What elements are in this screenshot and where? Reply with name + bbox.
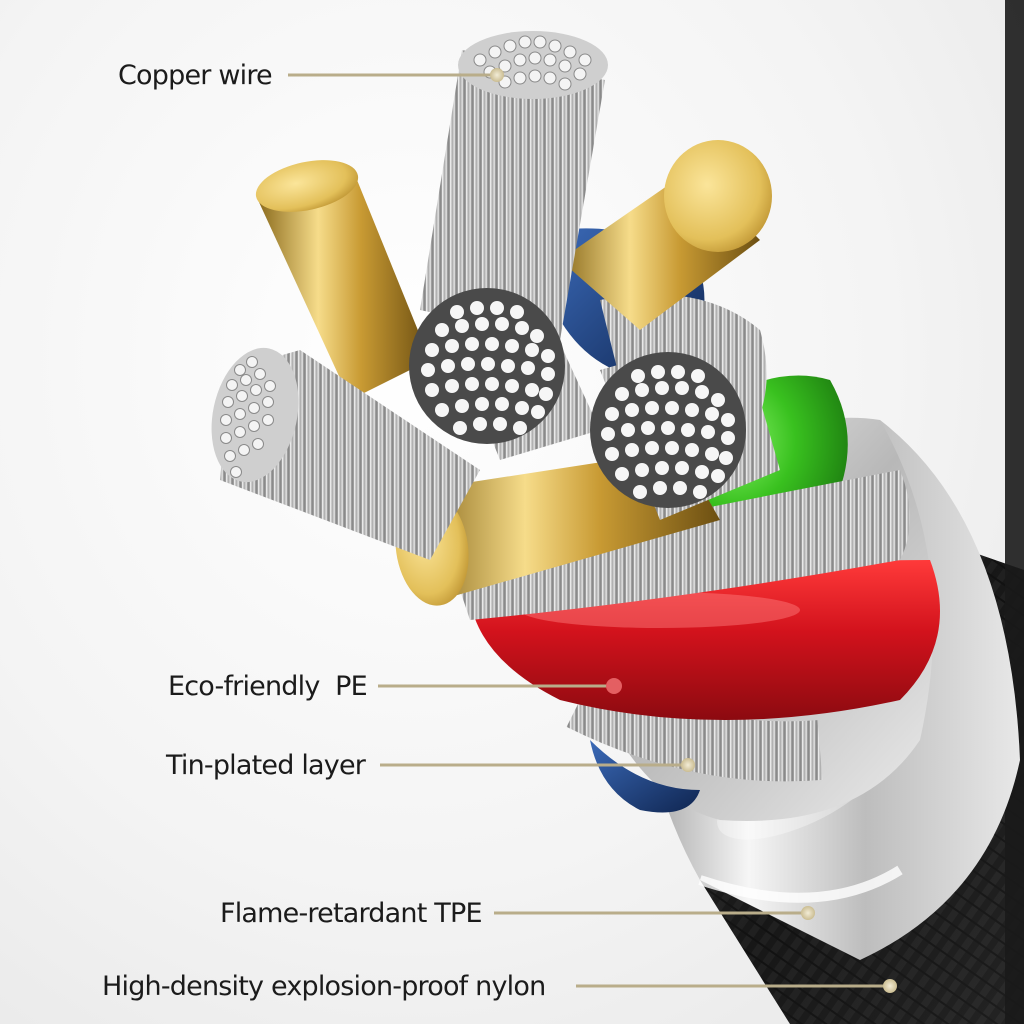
callout-tin-plated-layer: Tin-plated layer	[166, 745, 366, 785]
silver-strand-bundle-center	[409, 288, 600, 460]
leader-copper-wire	[288, 68, 504, 82]
leader-tin-plated-layer	[380, 758, 695, 772]
callout-flame-retardant-tpe: Flame-retardant TPE	[220, 893, 483, 933]
callout-label: High-density explosion-proof nylon	[102, 970, 546, 1002]
silver-strand-bundle-right	[590, 330, 780, 520]
silver-strand-bundle-left	[211, 347, 480, 560]
leader-eco-friendly-pe	[378, 678, 622, 694]
leader-nylon	[576, 979, 897, 993]
silver-strand-bundle-top	[420, 31, 608, 340]
callout-label: Copper wire	[118, 59, 273, 91]
callout-eco-friendly-pe: Eco-friendly PE	[168, 666, 368, 706]
callout-label: Eco-friendly PE	[168, 670, 368, 702]
leader-lines	[288, 68, 897, 993]
callout-label: Flame-retardant TPE	[220, 897, 483, 929]
callout-nylon: High-density explosion-proof nylon	[102, 966, 546, 1006]
leader-flame-retardant-tpe	[494, 906, 815, 920]
callout-label: Tin-plated layer	[166, 749, 366, 781]
callout-copper-wire: Copper wire	[118, 55, 273, 95]
gold-conductor-left	[255, 160, 430, 400]
gold-conductor-right	[560, 140, 772, 330]
